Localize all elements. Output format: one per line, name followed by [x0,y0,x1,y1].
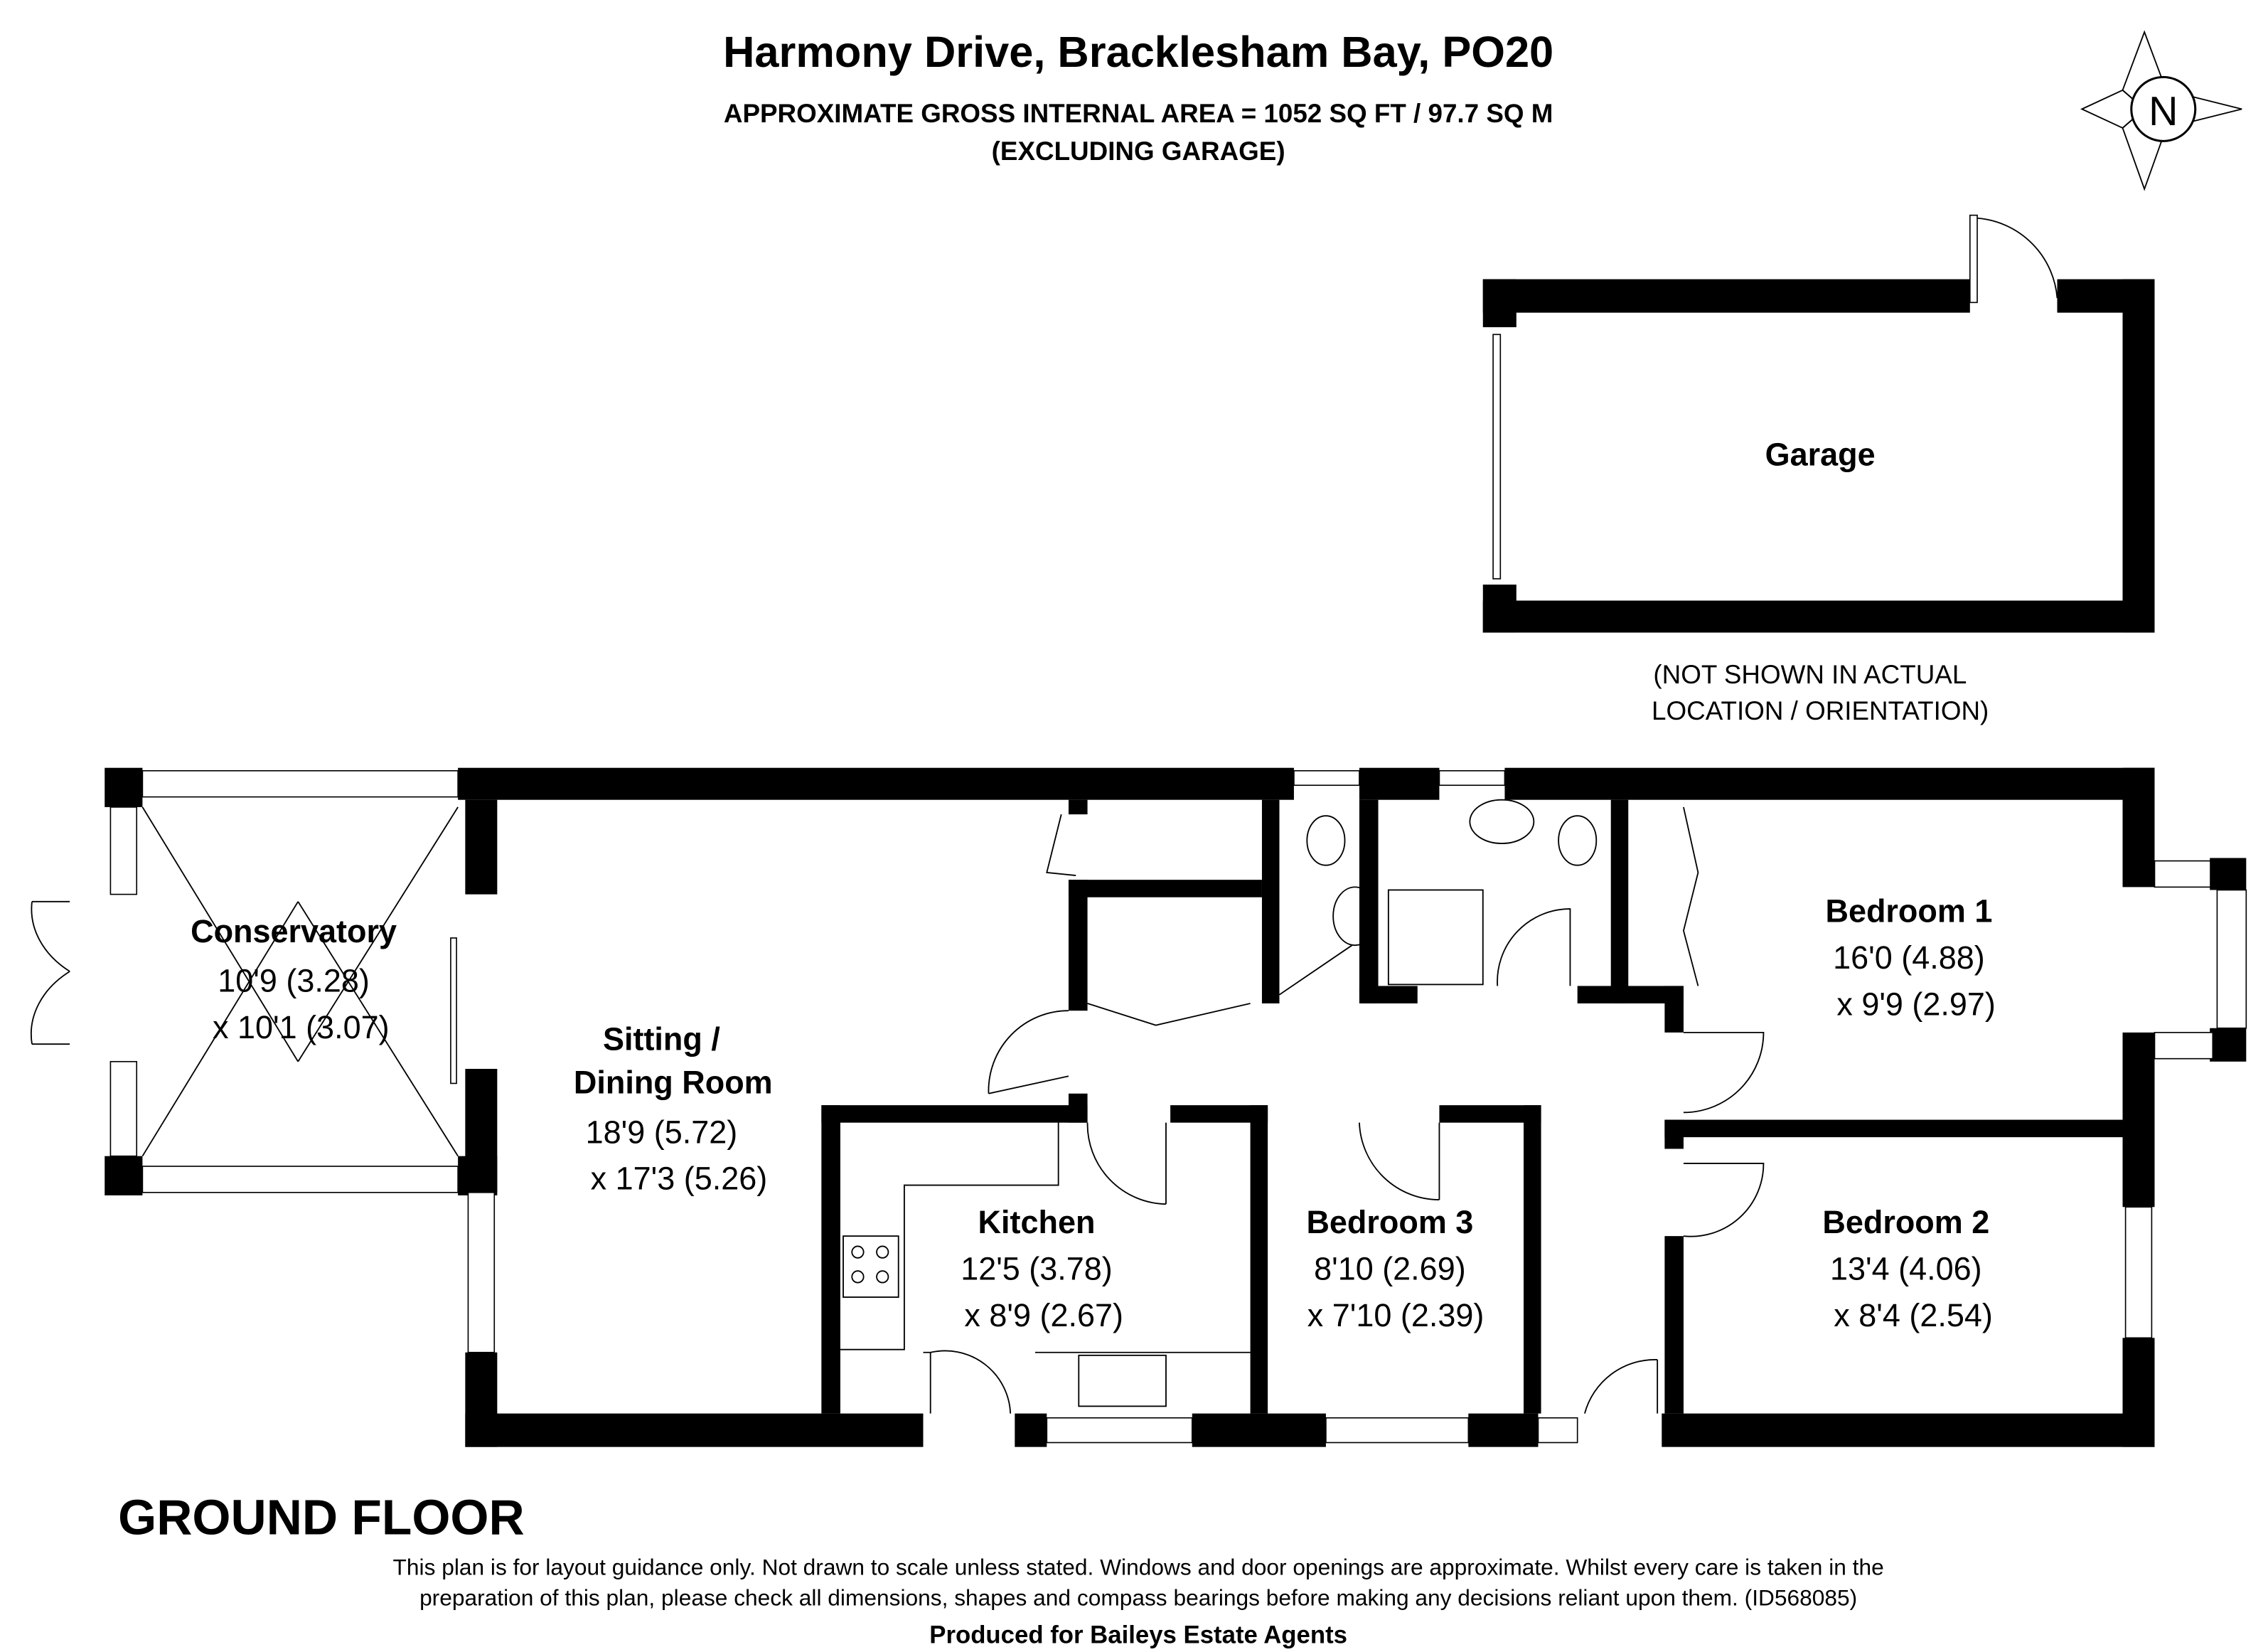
floor-label: GROUND FLOOR [118,1489,525,1545]
plan-title: Harmony Drive, Bracklesham Bay, PO20 [723,27,1553,76]
conservatory-dim2: x 10'1 (3.07) [213,1009,390,1045]
sitting-label-line2: Dining Room [574,1065,773,1101]
disclaimer-line2: preparation of this plan, please check a… [419,1585,1857,1611]
bedroom2-dim2: x 8'4 (2.54) [1834,1297,1993,1333]
bedroom3-dim2: x 7'10 (2.39) [1307,1297,1485,1333]
bedroom2-label: Bedroom 2 [1822,1204,1989,1240]
sitting-dim1: 18'9 (5.72) [586,1114,738,1150]
bedroom2-dim1: 13'4 (4.06) [1830,1251,1982,1287]
sitting-dim2: x 17'3 (5.26) [591,1161,768,1197]
kitchen-dim2: x 8'9 (2.67) [964,1297,1123,1333]
conservatory-dim1: 10'9 (3.28) [218,963,370,999]
bedroom3-label: Bedroom 3 [1306,1204,1473,1240]
kitchen-dim1: 12'5 (3.78) [961,1251,1113,1287]
sitting-label-line1: Sitting / [603,1020,720,1057]
bedroom3-dim1: 8'10 (2.69) [1314,1251,1466,1287]
garage-note-line2: LOCATION / ORIENTATION) [1652,696,1989,725]
garage-walls [1482,214,2155,633]
area-summary: APPROXIMATE GROSS INTERNAL AREA = 1052 S… [724,99,1553,128]
house-walls [30,767,2247,1447]
compass-north-label: N [2149,89,2178,134]
bedroom1-label: Bedroom 1 [1825,892,1992,929]
disclaimer-line1: This plan is for layout guidance only. N… [393,1555,1884,1580]
garage-note-line1: (NOT SHOWN IN ACTUAL [1653,660,1967,689]
kitchen-label: Kitchen [978,1204,1096,1240]
bedroom1-dim1: 16'0 (4.88) [1833,939,1985,976]
area-note: (EXCLUDING GARAGE) [992,137,1285,166]
credit-line: Produced for Baileys Estate Agents [929,1622,1347,1649]
garage-label: Garage [1765,436,1876,472]
compass-icon: N [2080,30,2242,191]
conservatory-label: Conservatory [191,913,397,949]
bedroom1-dim2: x 9'9 (2.97) [1836,986,1996,1022]
